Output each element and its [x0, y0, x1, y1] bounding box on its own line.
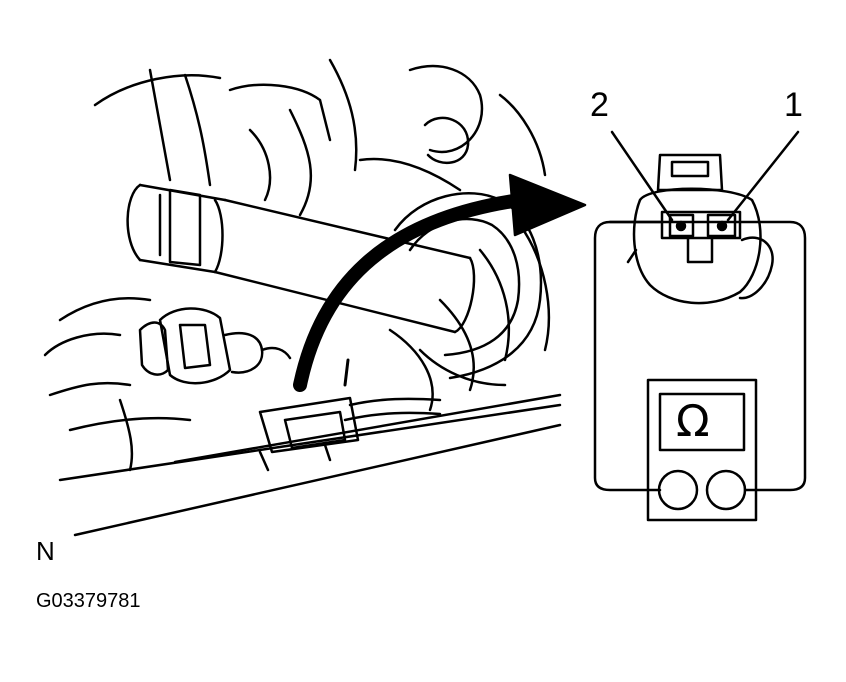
figure-id: G03379781 [36, 590, 141, 612]
sensor-connector-assembly [138, 307, 292, 385]
ohmmeter-icon [646, 378, 758, 522]
sensor-connector-icon [626, 153, 774, 305]
pin-leader-lines [610, 130, 800, 222]
wiring-harness [58, 393, 562, 537]
engine-bay-linework [43, 58, 551, 472]
pin-1-label: 1 [784, 86, 803, 124]
ohm-symbol: Ω [676, 396, 710, 447]
pin-2-label: 2 [590, 86, 609, 124]
curved-arrow-icon [293, 173, 587, 392]
meter-circuit [593, 220, 807, 492]
orientation-label: N [36, 536, 55, 566]
